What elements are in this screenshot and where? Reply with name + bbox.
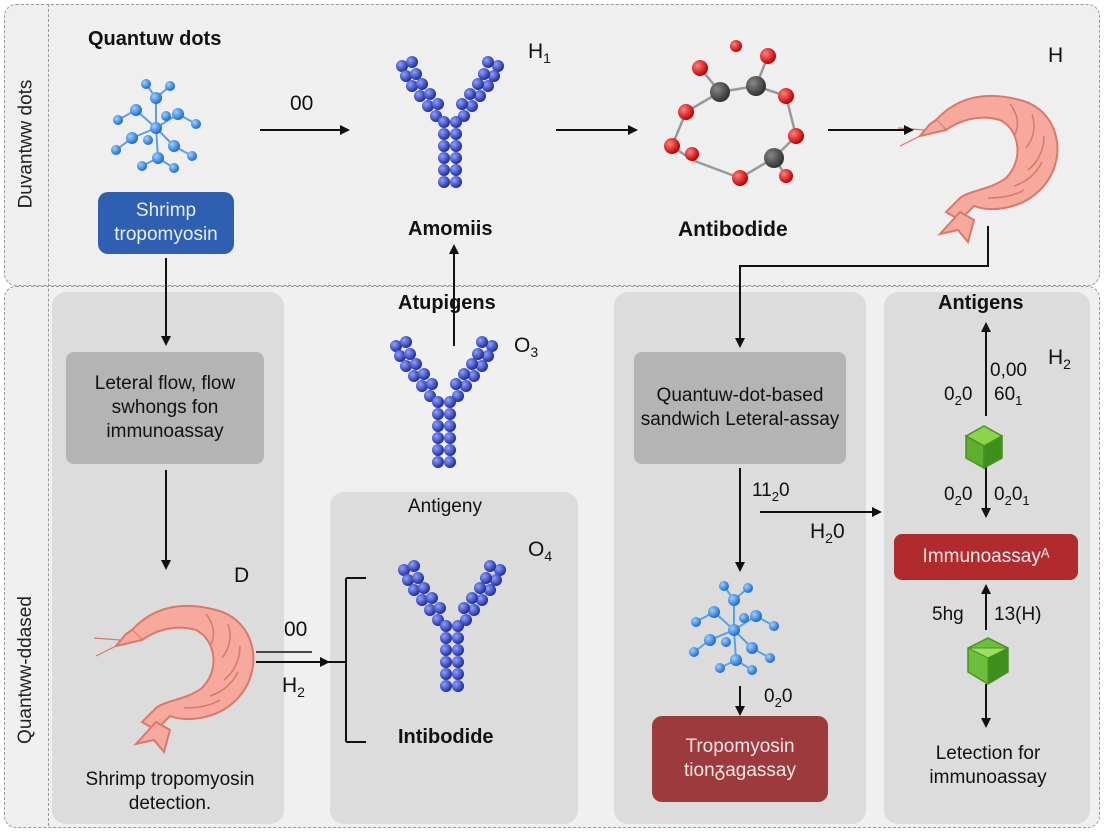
label-000: 0,00 bbox=[990, 360, 1027, 381]
label-h-right: H bbox=[1048, 44, 1064, 67]
antibody-middle bbox=[390, 336, 498, 468]
label-020-a: 020 bbox=[944, 384, 973, 408]
left-side-divider bbox=[48, 4, 49, 826]
shrimp-top bbox=[897, 94, 1059, 243]
label-00-top: 00 bbox=[290, 92, 314, 115]
label-020-b: 020 bbox=[944, 484, 973, 508]
label-1120: 1120 bbox=[752, 480, 790, 504]
amomiis-label: Amomiis bbox=[408, 218, 493, 240]
label-0201: 0201 bbox=[994, 484, 1030, 508]
antigeny-label: Antigeny bbox=[408, 496, 482, 517]
label-020-qd: 020 bbox=[764, 686, 793, 710]
label-13h: 13(H) bbox=[994, 604, 1042, 625]
label-601: 601 bbox=[994, 384, 1023, 408]
quantum-dot-cluster-top bbox=[110, 78, 202, 174]
label-d: D bbox=[234, 564, 250, 587]
tropomyosin-box: Tropomyosin tionᵹagassay bbox=[652, 716, 828, 802]
antibody-top bbox=[396, 56, 504, 188]
atupigens-label: Atupigens bbox=[398, 292, 496, 314]
antibodide-molecule bbox=[664, 40, 804, 186]
antibody-bottom bbox=[398, 560, 506, 692]
qd-sandwich-box: Quantuw-dot-based sandwich Leteral-assay bbox=[634, 352, 846, 464]
shrimp-tropomyosin-box: Shrimp tropomyosin bbox=[98, 192, 234, 254]
label-h2o: H20 bbox=[810, 520, 845, 547]
intibodide-label: Intibodide bbox=[398, 726, 494, 748]
lateral-flow-box: Leteral flow, flow swhongs fon immunoass… bbox=[66, 352, 264, 464]
detection-label: Letection for immunoassay bbox=[929, 743, 1047, 788]
label-o3: O3 bbox=[514, 334, 539, 361]
label-h1: H1 bbox=[528, 40, 551, 67]
label-h2-right: H2 bbox=[1048, 346, 1071, 373]
antibodide-top-label: Antibodide bbox=[678, 218, 788, 241]
antigens-title: Antigens bbox=[938, 292, 1024, 314]
label-00-bottom: 00 bbox=[284, 618, 308, 641]
label-h2-left: H2 bbox=[282, 674, 305, 701]
label-o4: O4 bbox=[528, 538, 553, 565]
label-5hg: 5hg bbox=[932, 604, 964, 625]
quantum-dot-cluster-bottom bbox=[688, 580, 780, 676]
antigen-cube-bottom bbox=[967, 637, 1009, 685]
immunoassay-box: Immunoassayᴬ bbox=[894, 534, 1078, 580]
antigen-cube-top bbox=[965, 425, 1003, 469]
shrimp-bottom bbox=[93, 604, 255, 753]
shrimp-detection-label: Shrimp tropomyosin detection. bbox=[85, 769, 255, 814]
quantum-dots-title: Quantuw dots bbox=[88, 28, 222, 50]
